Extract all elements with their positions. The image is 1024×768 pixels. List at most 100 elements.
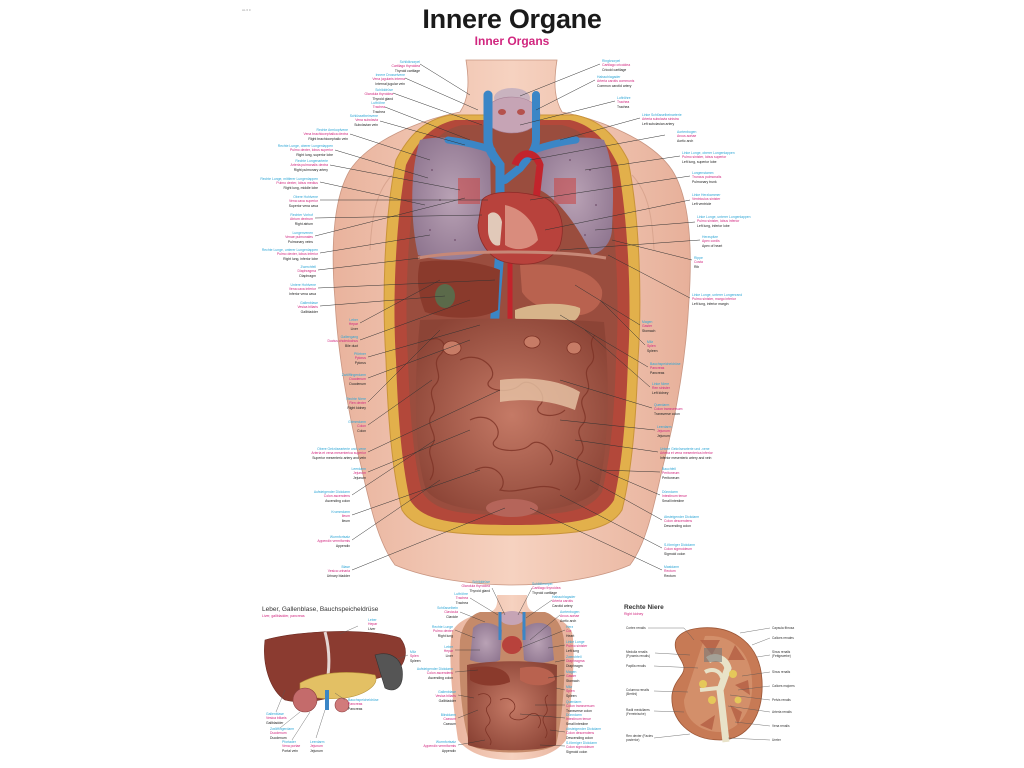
kidney-label-vein: Vena renalis [772,724,790,728]
liver-panel-subtitle: Liver, gallbladder, pancreas [262,614,305,618]
kidney-label-capsule: Capsula fibrosa [772,626,795,630]
kidney-label-calices-majores: Calices majores [772,684,795,688]
kidney-panel-subtitle: Right kidney [624,612,644,616]
kidney-label-posterior: Ren dexter (Facies posterior) [626,734,653,742]
kidney-label-medulla: Medulla renalis (Pyramis renalis) [626,650,650,658]
kidney-label-column: Columna renalis (Bertini) [626,688,650,696]
kidney-label-medullary-rays: Radii medullares (Ferreinische) [626,708,650,716]
kidney-label-artery: Arteria renalis [772,710,792,714]
kidney-label-papilla: Papilla renalis [626,664,646,668]
poster-subtitle: Inner Organs [474,34,550,48]
leader-lines-right [519,63,701,571]
kidney-panel-title: Rechte Niere [624,604,664,611]
kidney-label-sinus-fat: Sinus renalis (Fettgewebe) [772,650,791,658]
kidney-label-pelvis: Pelvis renalis [772,698,791,702]
kidney-label-ureter: Ureter [772,738,781,742]
kidney-label-sinus: Sinus renalis [772,670,791,674]
leader-lines-left [314,63,506,571]
poster-title: Innere Organe [422,4,602,34]
kidney-label-cortex: Cortex renalis [626,626,646,630]
kidney-label-calices: Calices renales [772,636,794,640]
